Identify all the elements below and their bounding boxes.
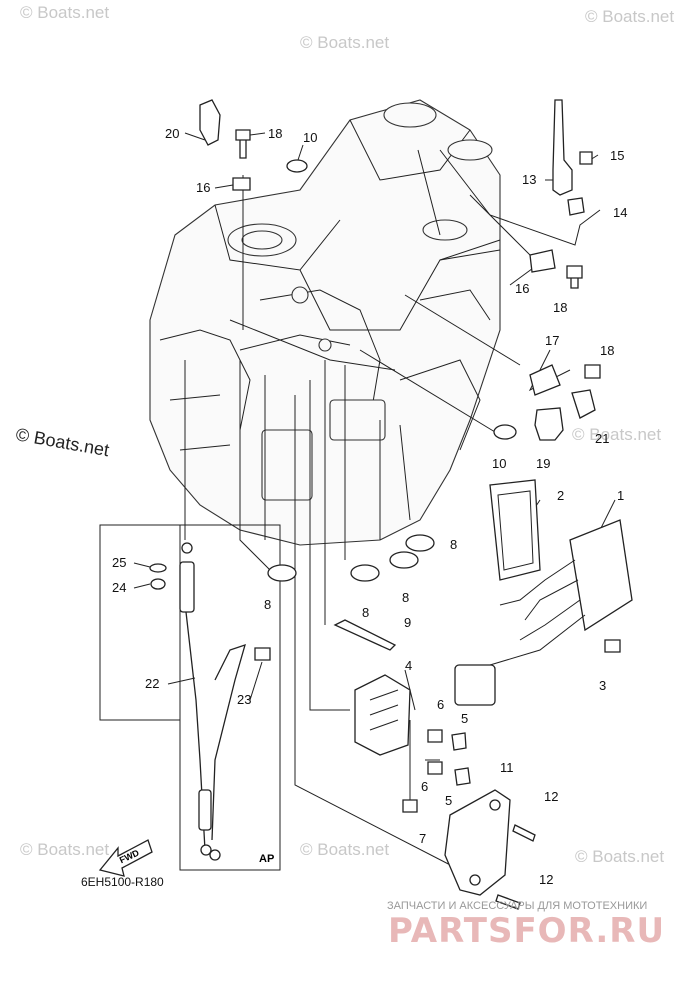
part-20-sensor — [199, 99, 221, 146]
part-23-bolt — [254, 647, 271, 661]
callout-20: 20 — [165, 126, 179, 141]
part-2-gasket — [489, 479, 541, 581]
callout-15: 15 — [610, 148, 624, 163]
callout-18: 18 — [268, 126, 282, 141]
part-5-clip — [451, 732, 471, 786]
part-18-bolt — [235, 129, 251, 159]
callout-12: 12 — [544, 789, 558, 804]
part-10-clamp — [286, 159, 308, 173]
callout-22: 22 — [145, 676, 159, 691]
callout-10: 10 — [492, 456, 506, 471]
callout-6: 6 — [421, 779, 428, 794]
part-13-sensor — [552, 99, 573, 196]
inset-panel — [99, 524, 281, 871]
part-14-bracket — [567, 197, 585, 216]
part-21-sensor — [571, 389, 596, 419]
watermark: © Boats.net — [14, 424, 110, 460]
watermark: © Boats.net — [585, 7, 674, 26]
part-9-cable-tie — [333, 619, 397, 651]
callout-10: 10 — [303, 130, 317, 145]
part-15-bolt — [579, 151, 593, 165]
part-16-bracket — [529, 249, 556, 273]
callout-14: 14 — [613, 205, 627, 220]
engine-block — [149, 99, 501, 546]
callout-18: 18 — [553, 300, 567, 315]
callout-9: 9 — [404, 615, 411, 630]
part-24-nut — [150, 578, 166, 590]
watermark: © Boats.net — [572, 425, 661, 444]
callout-17: 17 — [545, 333, 559, 348]
callout-1: 1 — [617, 488, 624, 503]
callout-3: 3 — [599, 678, 606, 693]
inset-label: AP — [259, 853, 274, 865]
part-8-clamp — [267, 534, 435, 582]
callouts: 20 18 10 16 15 13 14 16 18 17 18 21 19 1… — [112, 126, 627, 887]
callout-8: 8 — [362, 605, 369, 620]
part-3-bolt — [604, 639, 621, 653]
brand-name: PARTSFOR.RU — [388, 911, 665, 951]
callout-2: 2 — [557, 488, 564, 503]
part-25-washer — [149, 563, 167, 573]
part-12-screw — [495, 824, 536, 910]
part-17-bracket — [529, 364, 561, 396]
callout-16: 16 — [515, 281, 529, 296]
part-1-cdi-unit — [454, 519, 633, 706]
callout-5: 5 — [461, 711, 468, 726]
callout-11: 11 — [500, 760, 514, 775]
part-19-sensor — [534, 407, 564, 441]
watermark: © Boats.net — [575, 847, 664, 866]
watermark: © Boats.net — [300, 840, 389, 859]
watermark: © Boats.net — [20, 840, 109, 859]
callout-21: 21 — [595, 431, 609, 446]
part-6-bolt — [427, 729, 443, 775]
callout-7: 7 — [419, 831, 426, 846]
brand-tagline: ЗАПЧАСТИ И АКСЕССУАРЫ ДЛЯ МОТОТЕХНИКИ — [387, 900, 647, 912]
watermark: © Boats.net — [300, 33, 389, 52]
part-18-bolt — [566, 265, 583, 289]
watermark: © Boats.net — [20, 3, 109, 22]
callout-5: 5 — [445, 793, 452, 808]
part-16-bracket — [232, 177, 251, 191]
callout-8: 8 — [402, 590, 409, 605]
callout-18: 18 — [600, 343, 614, 358]
part-10-clamp — [493, 424, 517, 440]
part-22-ground-lead — [179, 542, 246, 861]
callout-6: 6 — [437, 697, 444, 712]
leader-lines — [133, 562, 263, 701]
callout-8: 8 — [264, 597, 271, 612]
diagram-code: 6EH5100-R180 — [81, 875, 164, 889]
part-18-bolt — [584, 364, 601, 379]
callout-12: 12 — [539, 872, 553, 887]
part-7-bolt — [402, 799, 418, 813]
callout-23: 23 — [237, 692, 251, 707]
callout-8: 8 — [450, 537, 457, 552]
callout-25: 25 — [112, 555, 126, 570]
callout-16: 16 — [196, 180, 210, 195]
callout-19: 19 — [536, 456, 550, 471]
callout-24: 24 — [112, 580, 126, 595]
callout-13: 13 — [522, 172, 536, 187]
part-4-relay-block — [354, 674, 411, 756]
part-11-cover — [444, 789, 511, 896]
callout-4: 4 — [405, 658, 412, 673]
